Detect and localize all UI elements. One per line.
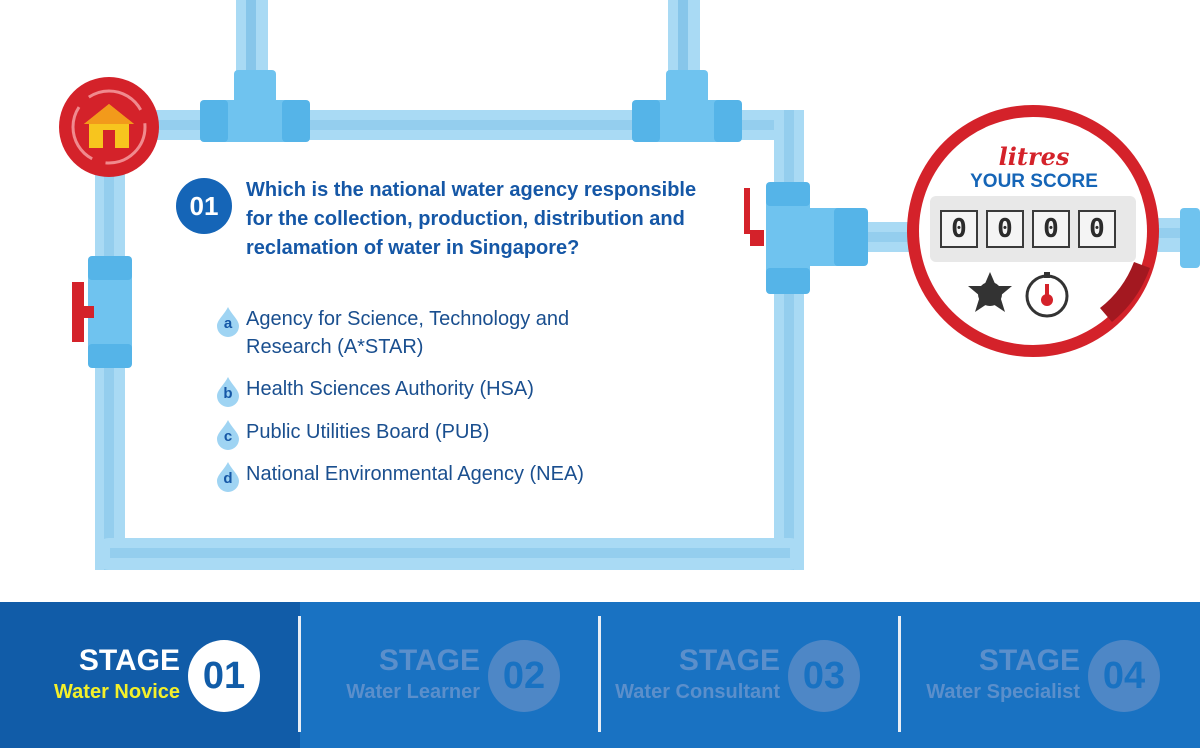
score-digit: 0 xyxy=(940,210,978,248)
stage-label: STAGE xyxy=(378,644,480,677)
home-button[interactable] xyxy=(59,77,159,177)
answer-letter: a xyxy=(223,315,233,332)
meter-unit-label: litres xyxy=(998,142,1070,171)
stage-tab-1[interactable]: STAGE Water Novice 01 xyxy=(0,602,300,748)
gear-icon xyxy=(968,272,1012,312)
answer-label: Health Sciences Authority (HSA) xyxy=(246,378,534,400)
stage-name: Water Specialist xyxy=(926,681,1080,703)
stage-tab-3[interactable]: STAGE Water Consultant 03 xyxy=(600,602,900,748)
gauge-icon xyxy=(1025,272,1069,318)
water-drop-icon: a xyxy=(216,305,240,337)
question-text: Which is the national water agency respo… xyxy=(246,179,697,259)
stage-divider xyxy=(898,616,901,732)
answer-option-d[interactable]: d National Environmental Agency (NEA) xyxy=(216,460,646,492)
pipe-joints xyxy=(88,70,1200,368)
answer-letter: b xyxy=(223,385,233,402)
home-icon xyxy=(84,104,134,148)
stage-number-badge: 03 xyxy=(788,640,860,712)
stage-label: STAGE xyxy=(978,644,1080,677)
stage-label: STAGE xyxy=(78,644,180,677)
answer-label: Agency for Science, Technology and Resea… xyxy=(246,308,570,358)
answer-label: Public Utilities Board (PUB) xyxy=(246,421,490,443)
score-digit: 0 xyxy=(1078,210,1116,248)
stage-bar: STAGE Water Novice 01 STAGE Water Learne… xyxy=(0,602,1200,748)
valve-icon xyxy=(72,188,764,342)
stage-name: Water Novice xyxy=(54,681,180,703)
stage-name: Water Consultant xyxy=(615,681,780,703)
answer-option-c[interactable]: c Public Utilities Board (PUB) xyxy=(216,418,646,450)
stage-number-badge: 01 xyxy=(188,640,260,712)
score-digit: 0 xyxy=(1032,210,1070,248)
stage-divider xyxy=(598,616,601,732)
stage-number-badge: 04 xyxy=(1088,640,1160,712)
stage-tab-4[interactable]: STAGE Water Specialist 04 xyxy=(900,602,1200,748)
score-digit: 0 xyxy=(986,210,1024,248)
score-label: YOUR SCORE xyxy=(970,171,1098,192)
water-drop-icon: c xyxy=(216,418,240,450)
answer-option-a[interactable]: a Agency for Science, Technology and Res… xyxy=(216,305,646,361)
answer-label: National Environmental Agency (NEA) xyxy=(246,463,584,485)
water-drop-icon: d xyxy=(216,460,240,492)
question-number-badge: 01 xyxy=(176,178,232,234)
score-counter: 0 0 0 0 xyxy=(940,210,1116,248)
answer-option-b[interactable]: b Health Sciences Authority (HSA) xyxy=(216,375,646,407)
answer-letter: c xyxy=(223,428,233,445)
stage-number-badge: 02 xyxy=(488,640,560,712)
stage-label: STAGE xyxy=(678,644,780,677)
stage-tab-2[interactable]: STAGE Water Learner 02 xyxy=(300,602,600,748)
water-drop-icon: b xyxy=(216,375,240,407)
stage-name: Water Learner xyxy=(346,681,480,703)
stage-divider xyxy=(298,616,301,732)
answer-letter: d xyxy=(223,470,233,487)
